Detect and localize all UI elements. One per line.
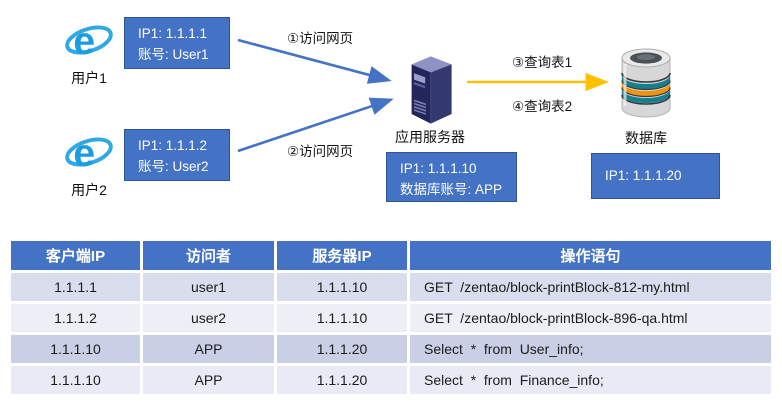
access-log-table-wrap: 客户端IP 访问者 服务器IP 操作语句 1.1.1.1 user1 1.1.1… (8, 238, 774, 397)
server-tower-icon (398, 50, 462, 126)
cell-server-ip: 1.1.1.10 (277, 273, 407, 301)
user1-account: 账号: User1 (138, 46, 209, 62)
col-header-operation: 操作语句 (410, 241, 771, 270)
cell-visitor: user2 (143, 304, 274, 332)
cell-visitor: user1 (143, 273, 274, 301)
server-ip: IP1: 1.1.1.10 (400, 161, 477, 176)
table-row: 1.1.1.1 user1 1.1.1.10 GET /zentao/block… (11, 273, 771, 301)
database-cylinder-icon (616, 46, 676, 122)
cell-operation: GET /zentao/block-printBlock-812-my.html (410, 273, 771, 301)
server-label: 应用服务器 (395, 129, 465, 145)
database-label: 数据库 (625, 130, 667, 146)
database-ip: IP1: 1.1.1.20 (605, 167, 682, 183)
col-header-server-ip: 服务器IP (277, 241, 407, 270)
svg-text:e: e (73, 132, 95, 175)
user2-label: 用户2 (71, 182, 107, 198)
cell-operation: Select * from Finance_info; (410, 366, 771, 394)
arrow1-label: ①访问网页 (287, 31, 354, 46)
ie-browser-icon: e (64, 12, 114, 68)
cell-client-ip: 1.1.1.2 (11, 304, 140, 332)
table-row: 1.1.1.10 APP 1.1.1.20 Select * from User… (11, 335, 771, 363)
cell-client-ip: 1.1.1.10 (11, 366, 140, 394)
arrow3-label: ③查询表1 (512, 55, 573, 70)
cell-server-ip: 1.1.1.20 (277, 335, 407, 363)
user2-account: 账号: User2 (138, 158, 209, 174)
table-header-row: 客户端IP 访问者 服务器IP 操作语句 (11, 241, 771, 270)
arrow2-label: ②访问网页 (287, 144, 354, 159)
server-info-box: IP1: 1.1.1.10 数据库账号: APP (386, 152, 517, 202)
cell-client-ip: 1.1.1.1 (11, 273, 140, 301)
cell-operation: Select * from User_info; (410, 335, 771, 363)
access-log-table: 客户端IP 访问者 服务器IP 操作语句 1.1.1.1 user1 1.1.1… (8, 238, 774, 397)
arrow4-label: ④查询表2 (512, 99, 573, 114)
user2-ip: IP1: 1.1.1.2 (138, 138, 208, 153)
col-header-visitor: 访问者 (143, 241, 274, 270)
cell-server-ip: 1.1.1.20 (277, 366, 407, 394)
cell-client-ip: 1.1.1.10 (11, 335, 140, 363)
cell-server-ip: 1.1.1.10 (277, 304, 407, 332)
ie-browser-icon: e (64, 124, 114, 180)
table-row: 1.1.1.10 APP 1.1.1.20 Select * from Fina… (11, 366, 771, 394)
database-info-box: IP1: 1.1.1.20 (591, 153, 720, 199)
col-header-client-ip: 客户端IP (11, 241, 140, 270)
user1-label: 用户1 (71, 70, 107, 86)
user1-ip: IP1: 1.1.1.1 (138, 26, 208, 41)
cell-operation: GET /zentao/block-printBlock-896-qa.html (410, 304, 771, 332)
svg-text:e: e (73, 20, 95, 63)
cell-visitor: APP (143, 335, 274, 363)
user1-info-box: IP1: 1.1.1.1 账号: User1 (124, 17, 230, 69)
user2-info-box: IP1: 1.1.1.2 账号: User2 (124, 129, 230, 181)
table-row: 1.1.1.2 user2 1.1.1.10 GET /zentao/block… (11, 304, 771, 332)
server-db-account: 数据库账号: APP (400, 181, 503, 197)
cell-visitor: APP (143, 366, 274, 394)
